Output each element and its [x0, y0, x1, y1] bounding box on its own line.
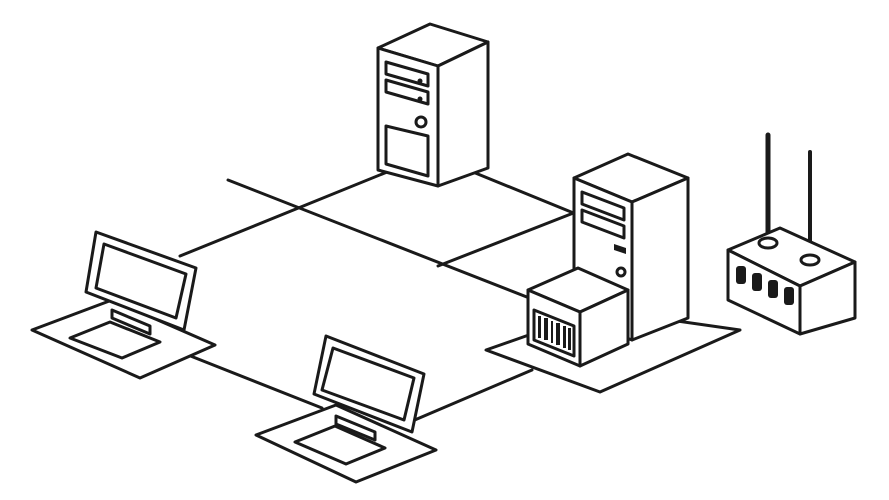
server-cluster	[484, 152, 742, 394]
cable-backbone	[226, 178, 562, 312]
workstation-left	[30, 230, 217, 380]
server-tower-top	[376, 22, 490, 188]
network-cables	[178, 168, 578, 424]
cable-cross	[436, 210, 578, 268]
wireless-router	[726, 132, 857, 336]
cable-server-to-server	[466, 168, 578, 216]
cable-bottom-right	[408, 368, 534, 424]
cable-bottom-left	[186, 353, 324, 410]
workstation-bottom	[254, 334, 438, 484]
cable-left-workstation	[178, 168, 394, 258]
